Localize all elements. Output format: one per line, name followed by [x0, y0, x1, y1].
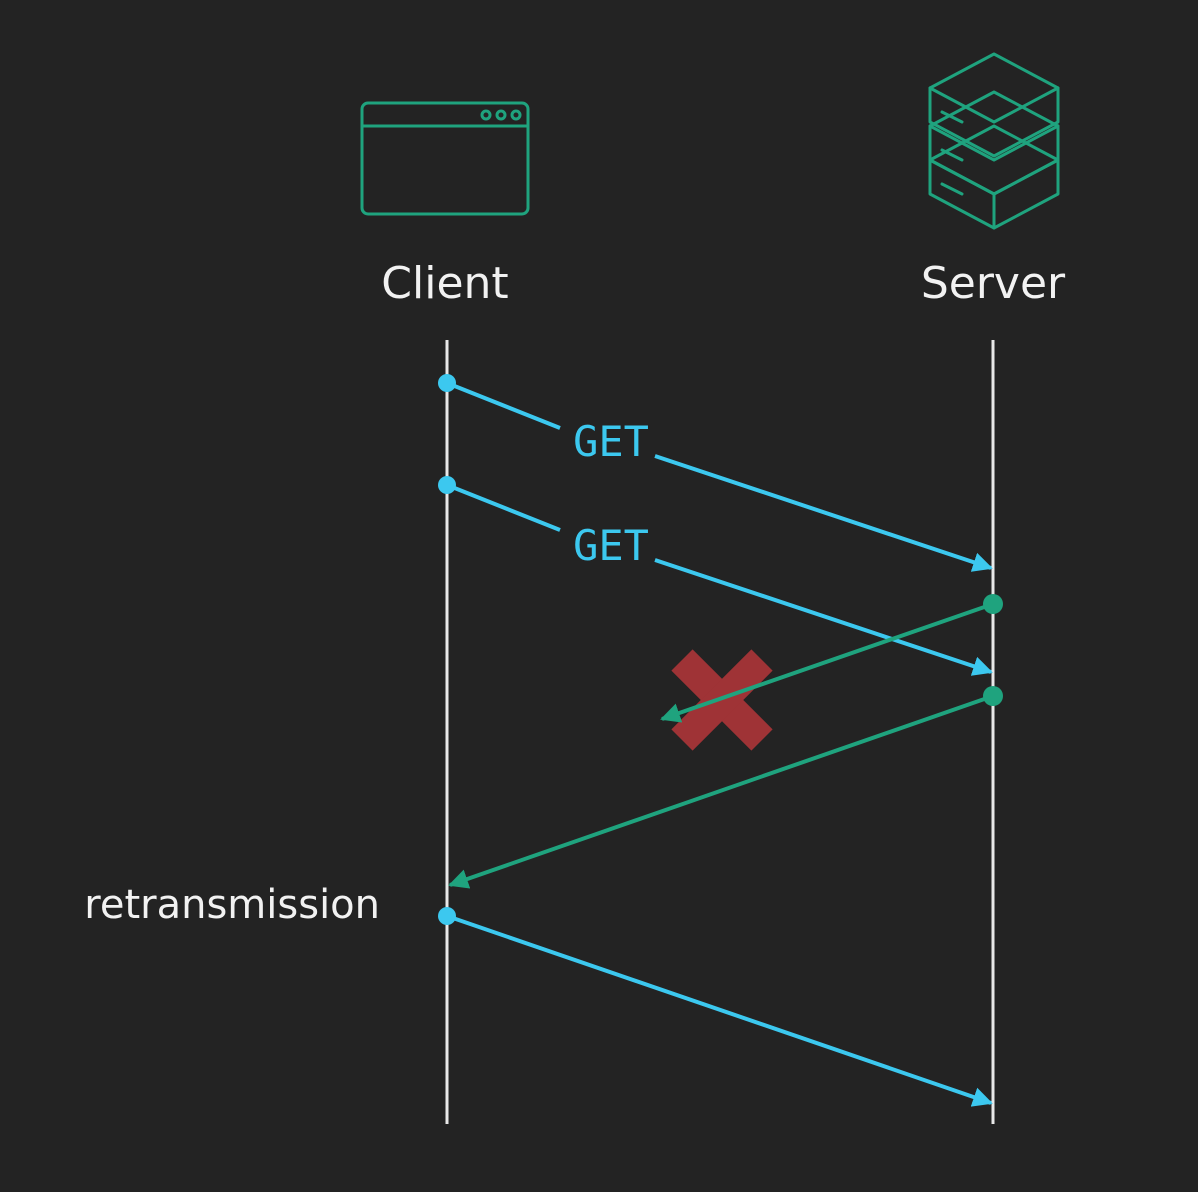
retransmitted-request [438, 907, 993, 1107]
retransmission-label: retransmission [84, 882, 380, 928]
server-label: Server [921, 258, 1066, 309]
response-delivered [448, 686, 1003, 889]
get-request-2: GET [438, 476, 993, 676]
client-label: Client [381, 258, 508, 309]
get-label-1: GET [573, 417, 649, 466]
response-lost [660, 594, 1003, 723]
get-request-1: GET [438, 374, 993, 572]
get-label-2: GET [573, 521, 649, 570]
browser-window-icon [360, 101, 530, 216]
server-stack-icon [928, 52, 1060, 230]
